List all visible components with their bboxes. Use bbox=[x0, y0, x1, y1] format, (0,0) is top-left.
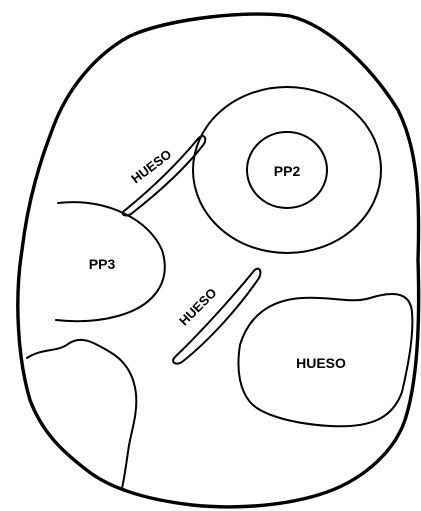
pp3-region bbox=[55, 201, 166, 323]
hueso-middle-fragment bbox=[172, 267, 262, 365]
pp2-inner-circle bbox=[246, 131, 328, 209]
pp2-outer-ring bbox=[192, 86, 382, 254]
outer-boundary bbox=[16, 12, 421, 509]
pp2-label: PP2 bbox=[274, 163, 301, 179]
hueso-top-label: HUESO bbox=[128, 147, 174, 187]
hueso-top-fragment bbox=[121, 135, 207, 217]
hueso-right-label: HUESO bbox=[296, 355, 346, 371]
hueso-right-region bbox=[237, 292, 414, 428]
hueso-middle-label: HUESO bbox=[176, 285, 219, 328]
pp3-label: PP3 bbox=[89, 256, 116, 272]
lower-left-region bbox=[26, 338, 138, 489]
